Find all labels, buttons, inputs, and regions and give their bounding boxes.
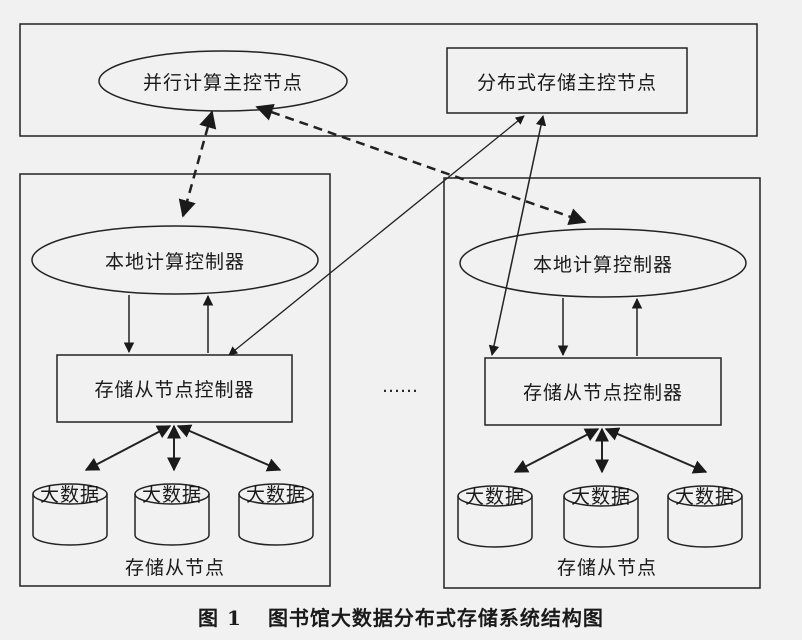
right-cylinder-3 <box>667 485 743 548</box>
parallel-master-label: 并行计算主控节点 <box>142 71 303 94</box>
left-data-label-1: 大数据 <box>39 483 100 506</box>
figure-number: 图 1 <box>198 606 242 630</box>
left-data-label-2: 大数据 <box>141 483 202 506</box>
ellipsis-separator: …… <box>382 375 418 397</box>
right-slave-frame <box>443 177 761 589</box>
dashed-arrow-to-right-local <box>255 103 587 226</box>
parallel-master-ellipse <box>98 50 348 112</box>
storage-master-label: 分布式存储主控节点 <box>476 71 657 94</box>
figure-caption: 图 1 图书馆大数据分布式存储系统结构图 <box>0 602 802 631</box>
right-slave-controller-box <box>484 357 722 426</box>
right-cylinder-2 <box>563 485 639 548</box>
arrow-storage-master-left-slave <box>228 115 525 356</box>
figure-title: 图书馆大数据分布式存储系统结构图 <box>267 606 604 630</box>
right-node-title: 存储从节点 <box>556 556 657 579</box>
right-slave-to-data-1 <box>513 428 600 473</box>
right-data-label-3: 大数据 <box>674 485 735 508</box>
arrow-storage-master-right-slave <box>488 114 547 357</box>
left-slave-controller-label: 存储从节点控制器 <box>94 378 255 401</box>
right-local-controller-label: 本地计算控制器 <box>532 253 673 276</box>
left-cylinder-2 <box>134 483 210 546</box>
left-cylinder-1 <box>32 483 108 546</box>
right-data-label-1: 大数据 <box>464 485 525 508</box>
left-data-label-3: 大数据 <box>245 483 306 506</box>
left-slave-to-data-1 <box>84 425 172 471</box>
right-cylinder-1 <box>457 485 533 548</box>
left-node-title: 存储从节点 <box>124 556 225 579</box>
left-slave-frame <box>19 173 331 587</box>
left-cylinder-3 <box>238 483 314 546</box>
dashed-arrow-to-left-local <box>178 110 217 218</box>
left-slave-to-data-3 <box>176 424 282 472</box>
left-slave-controller-box <box>56 354 293 423</box>
left-local-controller-label: 本地计算控制器 <box>104 250 245 273</box>
right-data-label-2: 大数据 <box>570 485 631 508</box>
right-slave-to-data-3 <box>604 427 708 474</box>
right-slave-controller-label: 存储从节点控制器 <box>522 381 683 404</box>
